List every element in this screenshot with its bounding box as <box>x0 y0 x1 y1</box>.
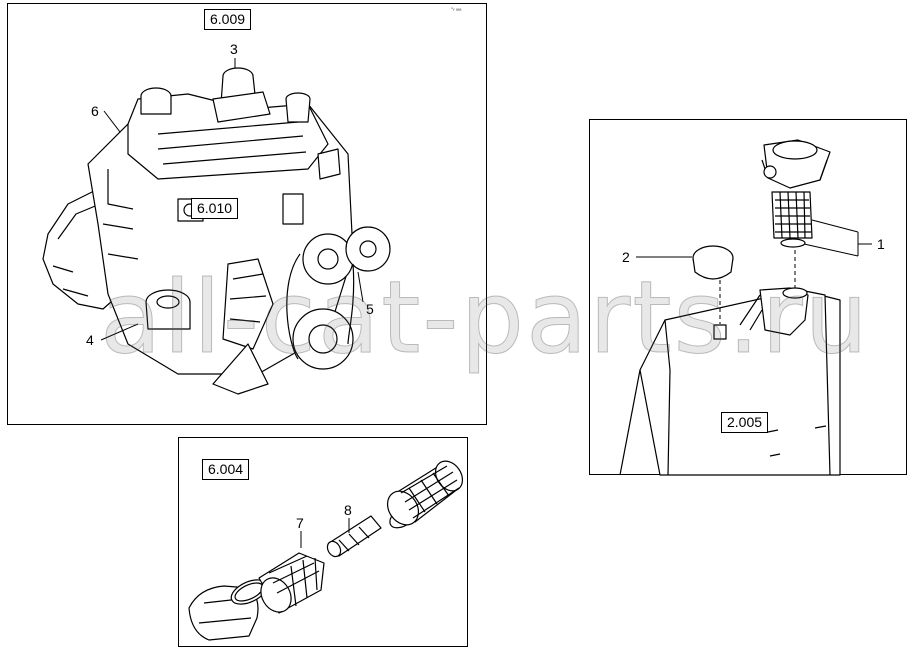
ref-2-005-label[interactable]: 2.005 <box>721 412 769 433</box>
callout-6: 6 <box>91 103 99 119</box>
callout-8: 8 <box>344 502 352 518</box>
ref-6-004-label[interactable]: 6.004 <box>202 459 250 480</box>
callout-2: 2 <box>622 249 630 265</box>
callout-5: 5 <box>366 301 374 317</box>
fuel-tank-panel: 2.005 1 2 <box>589 119 907 476</box>
corner-mark: ⁿᵥ ₐₐₐ <box>451 6 462 12</box>
callout-7: 7 <box>296 515 304 531</box>
oil-filter-illustration <box>188 460 464 641</box>
callout-4: 4 <box>86 332 94 348</box>
engine-assembly-panel: 6.009 6.010 3 6 4 5 ⁿᵥ ₐₐₐ <box>7 3 487 425</box>
ref-6-010-label[interactable]: 6.010 <box>191 198 239 219</box>
callout-3: 3 <box>230 41 238 57</box>
callout-1: 1 <box>877 236 885 252</box>
engine-illustration <box>42 58 391 395</box>
fuel-tank-illustration <box>619 139 872 476</box>
oil-filter-panel: 6.004 7 8 <box>178 437 468 647</box>
ref-6-009-label[interactable]: 6.009 <box>204 9 252 30</box>
